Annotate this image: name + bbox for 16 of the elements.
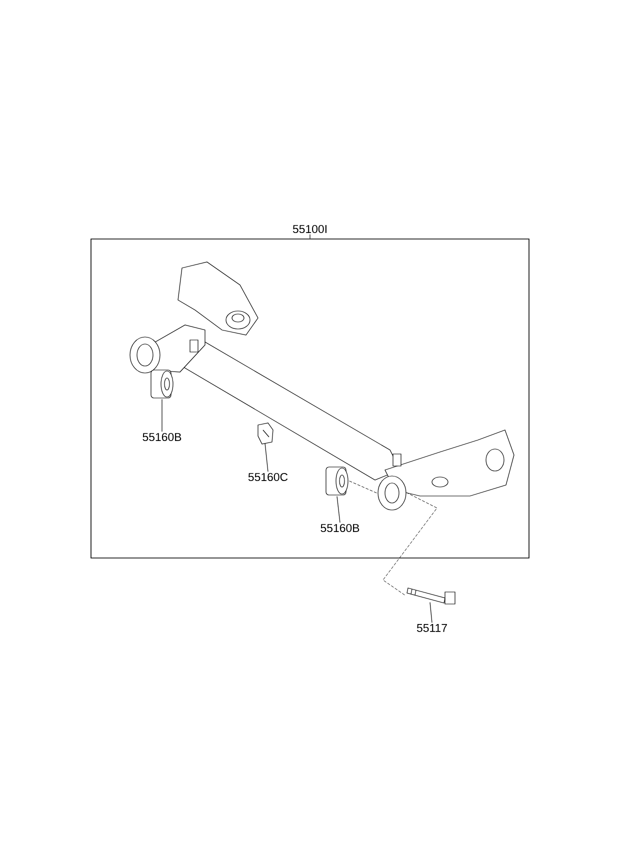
part-number: 55160C	[248, 472, 288, 482]
bracket-drawing	[258, 422, 274, 444]
assembly-line	[382, 492, 438, 596]
bolt-drawing	[406, 588, 456, 604]
part-number: 55160B	[142, 432, 182, 442]
bushing-drawing	[150, 370, 174, 398]
part-number: 55100I	[292, 224, 326, 234]
leader-line	[336, 496, 340, 523]
part-number: 55160B	[320, 524, 360, 532]
leader-line	[430, 602, 432, 623]
frame-box	[90, 238, 530, 558]
assembly-line	[349, 480, 377, 494]
leader-line	[264, 443, 268, 472]
pivot-eye-drawing	[378, 476, 406, 510]
bushing-drawing	[326, 466, 348, 496]
part-number: 55117	[416, 624, 447, 632]
